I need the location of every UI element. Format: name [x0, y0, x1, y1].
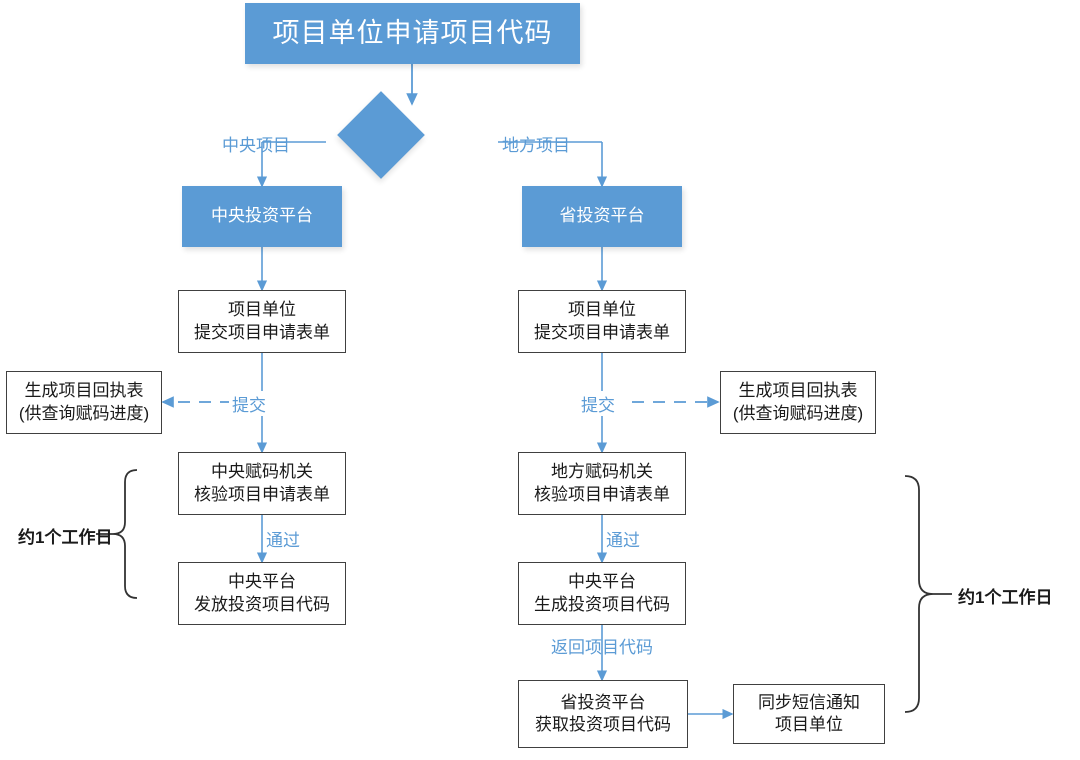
sms-notify-line1: 同步短信通知 — [758, 692, 860, 712]
left-submit-line2: 提交项目申请表单 — [194, 322, 330, 342]
left-issue-line1: 中央平台 — [228, 572, 296, 592]
left-verify-node: 中央赋码机关 核验项目申请表单 — [178, 452, 346, 515]
left-duration-annotation: 约1个工作日 — [18, 528, 113, 547]
left-receipt-line2: (供查询赋码进度) — [18, 403, 150, 423]
right-verify-line2: 核验项目申请表单 — [534, 484, 670, 504]
province-platform-node: 省投资平台 — [522, 186, 682, 247]
right-receipt-node: 生成项目回执表 (供查询赋码进度) — [720, 371, 876, 434]
right-verify-line1: 地方赋码机关 — [551, 462, 653, 482]
right-generate-node: 中央平台 生成投资项目代码 — [518, 562, 686, 625]
left-receipt-line1: 生成项目回执表 — [24, 381, 144, 401]
title-node: 项目单位申请项目代码 — [245, 3, 580, 64]
central-platform-node: 中央投资平台 — [182, 186, 342, 247]
left-issue-node: 中央平台 发放投资项目代码 — [178, 562, 346, 625]
left-verify-line1: 中央赋码机关 — [211, 462, 313, 482]
right-duration-annotation: 约1个工作日 — [958, 588, 1053, 607]
edge-label-branch-central: 中央项目 — [222, 136, 290, 155]
right-generate-line1: 中央平台 — [568, 572, 636, 592]
province-fetch-line1: 省投资平台 — [560, 692, 646, 712]
left-submit-node: 项目单位 提交项目申请表单 — [178, 290, 346, 353]
left-receipt-node: 生成项目回执表 (供查询赋码进度) — [6, 371, 162, 434]
edge-label-return-code: 返回项目代码 — [551, 638, 653, 657]
title-node-label: 项目单位申请项目代码 — [272, 17, 553, 48]
province-fetch-line2: 获取投资项目代码 — [535, 715, 671, 734]
decision-diamond — [337, 91, 425, 179]
edge-label-right-submit: 提交 — [578, 391, 618, 416]
right-submit-line1: 项目单位 — [568, 300, 636, 320]
edge-label-branch-local: 地方项目 — [502, 136, 570, 155]
right-receipt-line2: (供查询赋码进度) — [732, 403, 864, 423]
right-submit-node: 项目单位 提交项目申请表单 — [518, 290, 686, 353]
right-generate-line2: 生成投资项目代码 — [534, 594, 670, 614]
left-issue-line2: 发放投资项目代码 — [194, 594, 330, 614]
edge-label-left-submit: 提交 — [229, 391, 269, 416]
sms-notify-line2: 项目单位 — [775, 715, 843, 734]
left-submit-line1: 项目单位 — [228, 300, 296, 320]
right-submit-line2: 提交项目申请表单 — [534, 322, 670, 342]
right-verify-node: 地方赋码机关 核验项目申请表单 — [518, 452, 686, 515]
edge-label-right-pass: 通过 — [606, 531, 640, 550]
central-platform-label: 中央投资平台 — [211, 206, 313, 226]
right-receipt-line1: 生成项目回执表 — [738, 381, 858, 401]
province-platform-label: 省投资平台 — [559, 206, 645, 226]
left-verify-line2: 核验项目申请表单 — [194, 484, 330, 504]
sms-notify-node: 同步短信通知 项目单位 — [733, 684, 885, 744]
province-fetch-node: 省投资平台 获取投资项目代码 — [518, 680, 688, 748]
edge-label-left-pass: 通过 — [266, 531, 300, 550]
